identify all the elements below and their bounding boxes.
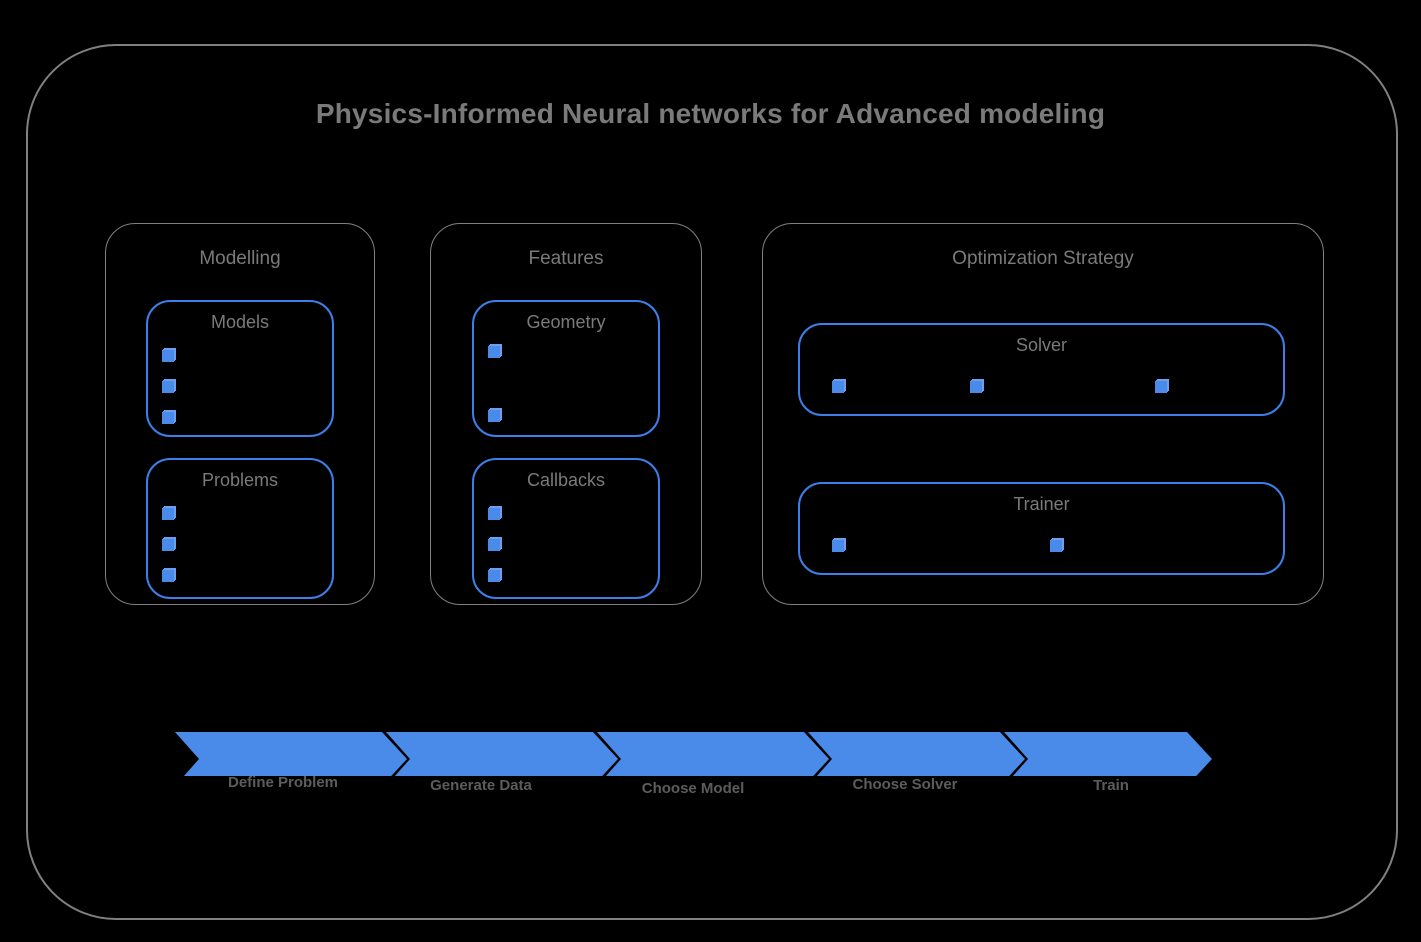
outer-container-frame	[26, 44, 1398, 920]
card-title-geometry: Geometry	[526, 312, 606, 332]
workflow-label-generate-data: Generate Data	[430, 777, 532, 794]
chevron-step-1	[175, 732, 407, 776]
group-modelling: Modelling	[105, 223, 375, 605]
cube-bullet-icon	[488, 539, 500, 551]
cube-bullet-icon	[162, 539, 174, 551]
cube-bullet-icon	[1155, 381, 1167, 393]
chevron-step-2	[386, 732, 618, 776]
cube-bullet-icon	[162, 412, 174, 424]
card-callbacks[interactable]: Callbacks	[472, 458, 660, 599]
cube-bullet-icon	[162, 570, 174, 582]
chevron-step-5	[1004, 732, 1212, 776]
cube-bullet-icon	[1050, 540, 1062, 552]
card-problems[interactable]: Problems	[146, 458, 334, 599]
card-trainer[interactable]: Trainer	[798, 482, 1285, 575]
group-features: Features	[430, 223, 702, 605]
group-title-features: Features	[528, 248, 604, 269]
card-title-solver: Solver	[1015, 335, 1068, 355]
cube-bullet-icon	[488, 570, 500, 582]
cube-bullet-icon	[162, 508, 174, 520]
workflow-label-train: Train	[1093, 777, 1129, 794]
cube-bullet-icon	[970, 381, 982, 393]
card-title-problems: Problems	[201, 470, 279, 490]
group-title-optimization-strategy: Optimization Strategy	[952, 248, 1134, 269]
card-models[interactable]: Models	[146, 300, 334, 437]
cube-bullet-icon	[488, 346, 500, 358]
workflow-label-choose-model: Choose Model	[641, 780, 745, 797]
group-title-modelling: Modelling	[199, 248, 281, 269]
chevron-step-3	[597, 732, 829, 776]
cube-bullet-icon	[488, 508, 500, 520]
card-title-callbacks: Callbacks	[526, 470, 606, 490]
workflow-label-define-problem: Define Problem	[227, 774, 339, 791]
cube-bullet-icon	[162, 350, 174, 362]
cube-bullet-icon	[162, 381, 174, 393]
group-optimization-strategy: Optimization Strategy	[762, 223, 1324, 605]
workflow-label-choose-solver: Choose Solver	[852, 776, 958, 793]
workflow-strip: Define Problem Generate Data Choose Mode…	[0, 700, 1421, 810]
chevron-step-4	[808, 732, 1025, 776]
card-title-trainer: Trainer	[1013, 494, 1070, 514]
card-title-models: Models	[210, 312, 270, 332]
card-geometry[interactable]: Geometry	[472, 300, 660, 437]
cube-bullet-icon	[832, 381, 844, 393]
workflow-chevrons	[175, 732, 1212, 776]
cube-bullet-icon	[488, 410, 500, 422]
card-solver[interactable]: Solver	[798, 323, 1285, 416]
page-title: Physics-Informed Neural networks for Adv…	[315, 98, 1106, 129]
cube-bullet-icon	[832, 540, 844, 552]
